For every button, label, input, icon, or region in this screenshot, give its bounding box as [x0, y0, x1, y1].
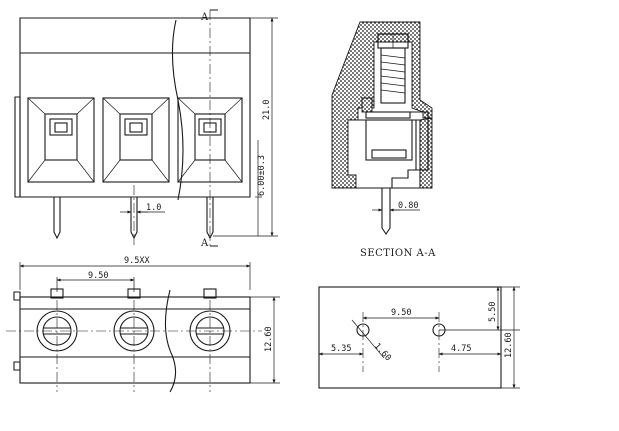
- front-pin-3: [206, 197, 214, 240]
- front-left-lip: [14, 96, 21, 198]
- dim-pin-width-label: 1.0: [146, 203, 161, 213]
- section-inner-outline: [348, 119, 421, 189]
- section-caption: SECTION A-A: [360, 248, 436, 259]
- dim-pcb-pitch-label: 9.50: [391, 308, 411, 318]
- dim-pin-width: 1.0: [120, 203, 165, 214]
- section-mark-bottom: A: [200, 238, 209, 249]
- top-view: 9.5XX 9.50: [6, 256, 280, 393]
- dim-overall-length: 9.5XX: [19, 256, 251, 290]
- dim-top-pitch: 9.50: [56, 271, 135, 292]
- section-cut-line: A A: [200, 9, 218, 249]
- pcb-outline: [318, 286, 502, 389]
- front-pin-2: [130, 185, 138, 245]
- dim-hole-dia-label: 1.60: [372, 341, 393, 363]
- dim-pcb-depth: 12.60: [501, 286, 520, 389]
- dim-top-depth: 12.60: [250, 296, 280, 384]
- dim-top-depth-label: 12.60: [264, 326, 274, 352]
- front-view: 1.0 A A 21.0 6.00±0.3: [14, 9, 278, 249]
- section-side-tab: [419, 117, 433, 189]
- section-screw-shaft: [380, 47, 406, 104]
- dim-overall-length-label: 9.5XX: [124, 256, 150, 266]
- section-pin: [381, 188, 391, 235]
- section-wire-box: [365, 119, 413, 161]
- dim-top-pitch-label: 9.50: [88, 271, 108, 281]
- dim-left-margin-label: 5.35: [331, 344, 351, 354]
- front-body-outline: [19, 17, 251, 198]
- dim-right-margin: 4.75: [438, 344, 502, 356]
- dim-left-margin: 5.35: [318, 344, 364, 356]
- top-break-line: [164, 289, 177, 393]
- dim-pcb-depth-label: 12.60: [504, 332, 514, 358]
- dim-hole-row-offset: 5.50: [439, 286, 520, 331]
- dim-right-margin-label: 4.75: [451, 344, 471, 354]
- dim-pin-thickness-label: 0.80: [398, 201, 418, 211]
- dim-pin-thickness: 0.80: [372, 201, 420, 212]
- section-housing-hatch: [331, 21, 433, 189]
- dim-pin-offset: 6.00±0.3: [255, 140, 267, 236]
- top-latch-2: [127, 288, 141, 299]
- dim-height-total: 21.0: [213, 17, 278, 237]
- front-pin-1: [53, 197, 61, 240]
- dim-hole-row-offset-label: 5.50: [488, 302, 498, 322]
- dim-pin-offset-label: 6.00±0.3: [257, 155, 267, 196]
- section-view: 0.80 SECTION A-A: [331, 21, 436, 259]
- section-clamp-left: [361, 97, 373, 113]
- top-latch-3: [203, 288, 217, 299]
- dim-height-total-label: 21.0: [262, 100, 272, 120]
- front-window-1: [27, 97, 95, 183]
- section-clamp-plate: [365, 111, 411, 119]
- top-body-outline: [19, 296, 251, 384]
- pcb-layout: 9.50 1.60 5.35 4.75 5.50 12.60: [318, 286, 520, 389]
- section-lead-frame: [391, 111, 429, 188]
- front-window-2: [102, 97, 170, 183]
- section-mark-top: A: [200, 12, 209, 23]
- top-left-tabs: [13, 291, 21, 371]
- top-latch-1: [50, 288, 64, 299]
- dim-pcb-pitch: 9.50: [362, 308, 440, 320]
